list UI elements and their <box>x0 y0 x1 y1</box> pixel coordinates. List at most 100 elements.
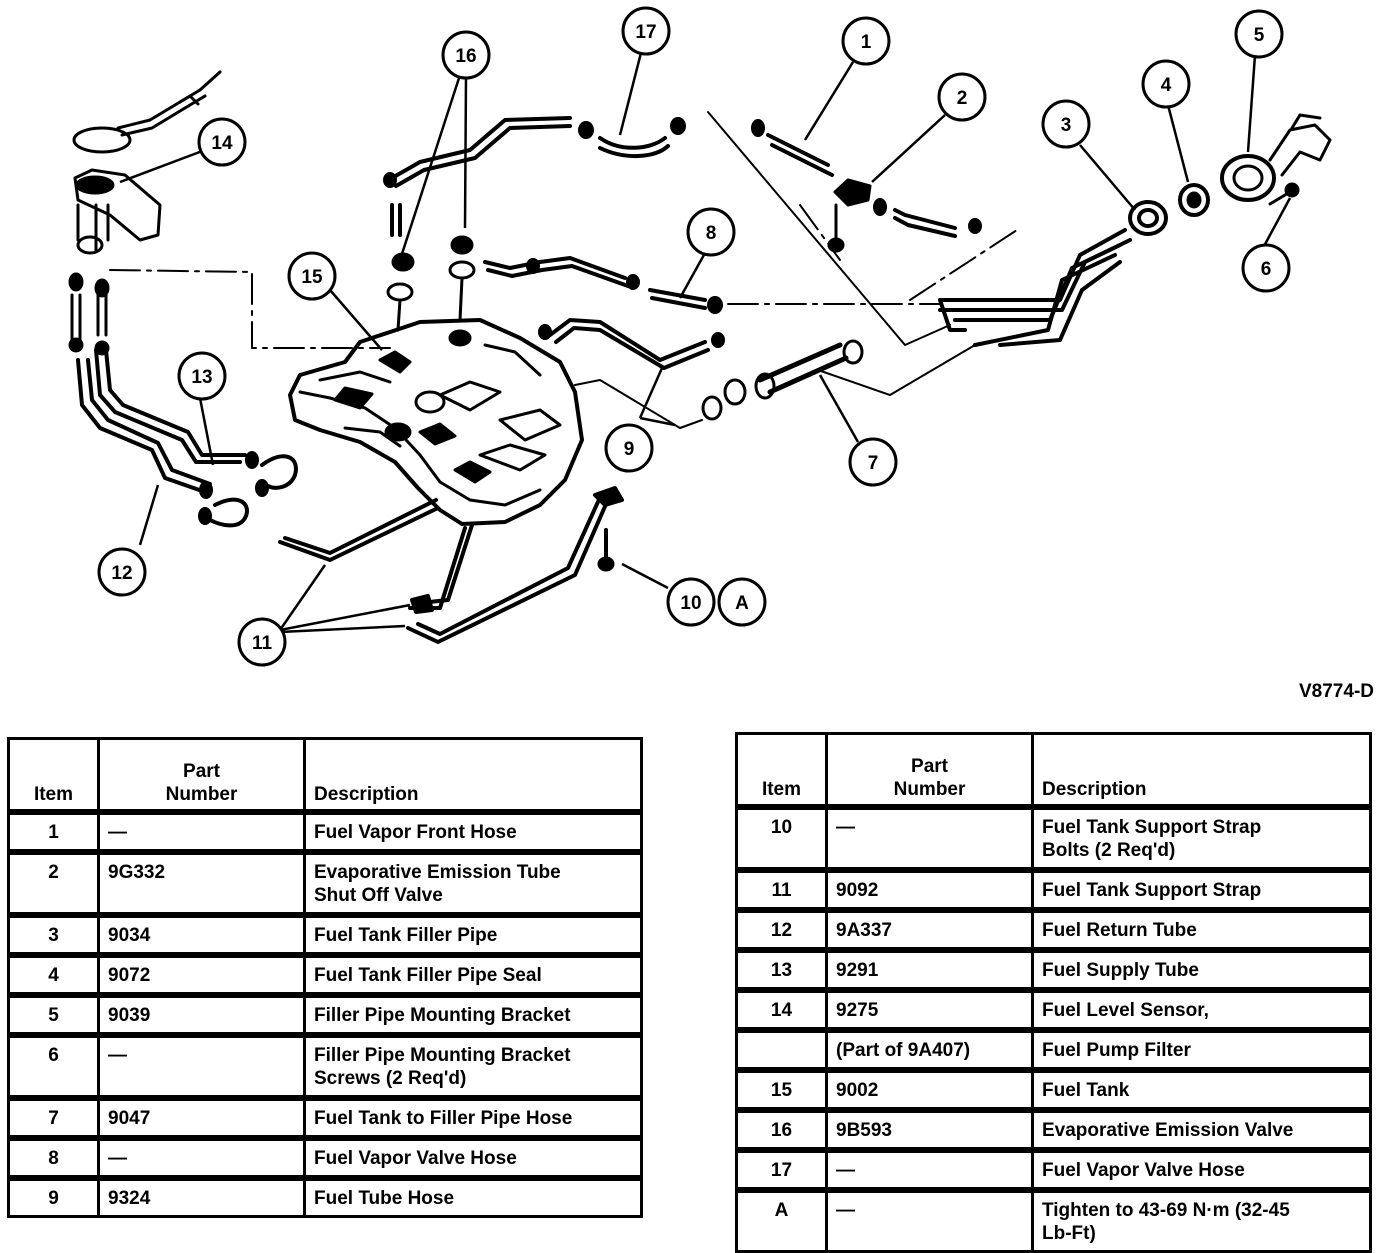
callout-8 <box>686 207 736 257</box>
part-number-cell: — <box>97 809 306 854</box>
item-cell: A <box>735 1187 828 1253</box>
item-cell <box>735 1027 828 1072</box>
fuel-lines-drawing <box>76 348 298 528</box>
description-cell: Fuel Vapor Front Hose <box>303 809 643 854</box>
part-number-cell: (Part of 9A407) <box>825 1027 1034 1072</box>
callout-label-17: 17 <box>635 22 656 43</box>
item-cell: 14 <box>735 987 828 1032</box>
callout-label-9: 9 <box>624 439 635 460</box>
description-line: Fuel Tank <box>1042 1080 1130 1101</box>
item-cell: 5 <box>7 992 100 1037</box>
callout-10 <box>666 577 716 627</box>
header-description: Description <box>303 737 643 814</box>
description-cell: Fuel Tank Support Strap <box>1031 867 1372 912</box>
callout-label-8: 8 <box>706 223 717 244</box>
description-line: Evaporative Emission Tube <box>314 862 561 883</box>
part-number-cell: — <box>97 1032 306 1100</box>
part-number-cell: 9002 <box>825 1067 1034 1112</box>
description-line: Fuel Tank Filler Pipe <box>314 925 498 946</box>
description-line: Fuel Vapor Valve Hose <box>1042 1160 1245 1181</box>
dash-dot-leaders <box>109 204 1021 349</box>
fuel-level-sensor-drawing <box>68 70 222 356</box>
part-number-cell: 9B593 <box>825 1107 1034 1152</box>
item-cell: 2 <box>7 849 100 917</box>
filler-pipe-drawing <box>938 200 1168 347</box>
header-description: Description <box>1031 732 1372 809</box>
callout-label-14: 14 <box>211 133 233 154</box>
description-line: Fuel Tube Hose <box>314 1188 455 1209</box>
callout-5 <box>1234 9 1284 59</box>
description-line: Lb-Ft) <box>1042 1223 1096 1244</box>
description-cell: Fuel Pump Filter <box>1031 1027 1372 1072</box>
callout-label-13: 13 <box>191 367 212 388</box>
item-cell: 15 <box>735 1067 828 1112</box>
table-row: 1—Fuel Vapor Front Hose <box>7 809 643 854</box>
callout-7 <box>848 437 898 487</box>
table-row: (Part of 9A407)Fuel Pump Filter <box>735 1027 1372 1072</box>
routing-lines <box>574 111 976 429</box>
vapor-hoses-drawing <box>383 116 982 370</box>
part-number-cell: — <box>825 1187 1034 1253</box>
callout-label-4: 4 <box>1161 75 1172 96</box>
description-line: Filler Pipe Mounting Bracket <box>314 1005 571 1026</box>
description-line: Tighten to 43-69 N·m (32-45 <box>1042 1200 1290 1221</box>
callout-1 <box>841 16 891 66</box>
part-number-cell: 9092 <box>825 867 1034 912</box>
description-line: Shut Off Valve <box>314 885 443 906</box>
description-cell: Fuel Vapor Valve Hose <box>1031 1147 1372 1192</box>
callout-label-10: 10 <box>680 593 701 614</box>
callout-14 <box>197 117 247 167</box>
callout-2 <box>937 72 987 122</box>
description-line: Bolts (2 Req'd) <box>1042 840 1176 861</box>
callout-3 <box>1041 99 1091 149</box>
part-number-cell: — <box>825 1147 1034 1192</box>
description-cell: Fuel Tube Hose <box>303 1175 643 1218</box>
description-cell: Fuel Tank Filler Pipe <box>303 912 643 957</box>
description-cell: Fuel Return Tube <box>1031 907 1372 952</box>
description-cell: Fuel Tank <box>1031 1067 1372 1112</box>
callout-label-A: A <box>735 593 749 614</box>
fuel-system-exploded-diagram: 1 2 3 4 5 6 7 8 9 10 A 11 12 13 14 15 16… <box>68 6 1332 667</box>
strap-bolt-drawing <box>597 528 615 572</box>
table-row: 17—Fuel Vapor Valve Hose <box>735 1147 1372 1192</box>
description-line: Filler Pipe Mounting Bracket <box>314 1045 571 1066</box>
part-number-cell: — <box>825 804 1034 872</box>
description-cell: Fuel Level Sensor, <box>1031 987 1372 1032</box>
callout-label-15: 15 <box>301 267 323 288</box>
description-cell: Fuel Tank Filler Pipe Seal <box>303 952 643 997</box>
callout-label-3: 3 <box>1061 115 1072 136</box>
item-cell: 1 <box>7 809 100 854</box>
part-number-cell: 9275 <box>825 987 1034 1032</box>
callout-label-5: 5 <box>1254 25 1265 46</box>
filler-pipe-seal-drawing <box>1178 183 1210 217</box>
description-cell: Fuel Tank to Filler Pipe Hose <box>303 1095 643 1140</box>
support-straps-drawing <box>278 486 624 644</box>
part-number-cell: 9072 <box>97 952 306 997</box>
description-line: Screws (2 Req'd) <box>314 1068 467 1089</box>
callout-6 <box>1241 243 1291 293</box>
callout-11 <box>237 617 287 667</box>
callout-4 <box>1141 59 1191 109</box>
part-number-cell: 9A337 <box>825 907 1034 952</box>
